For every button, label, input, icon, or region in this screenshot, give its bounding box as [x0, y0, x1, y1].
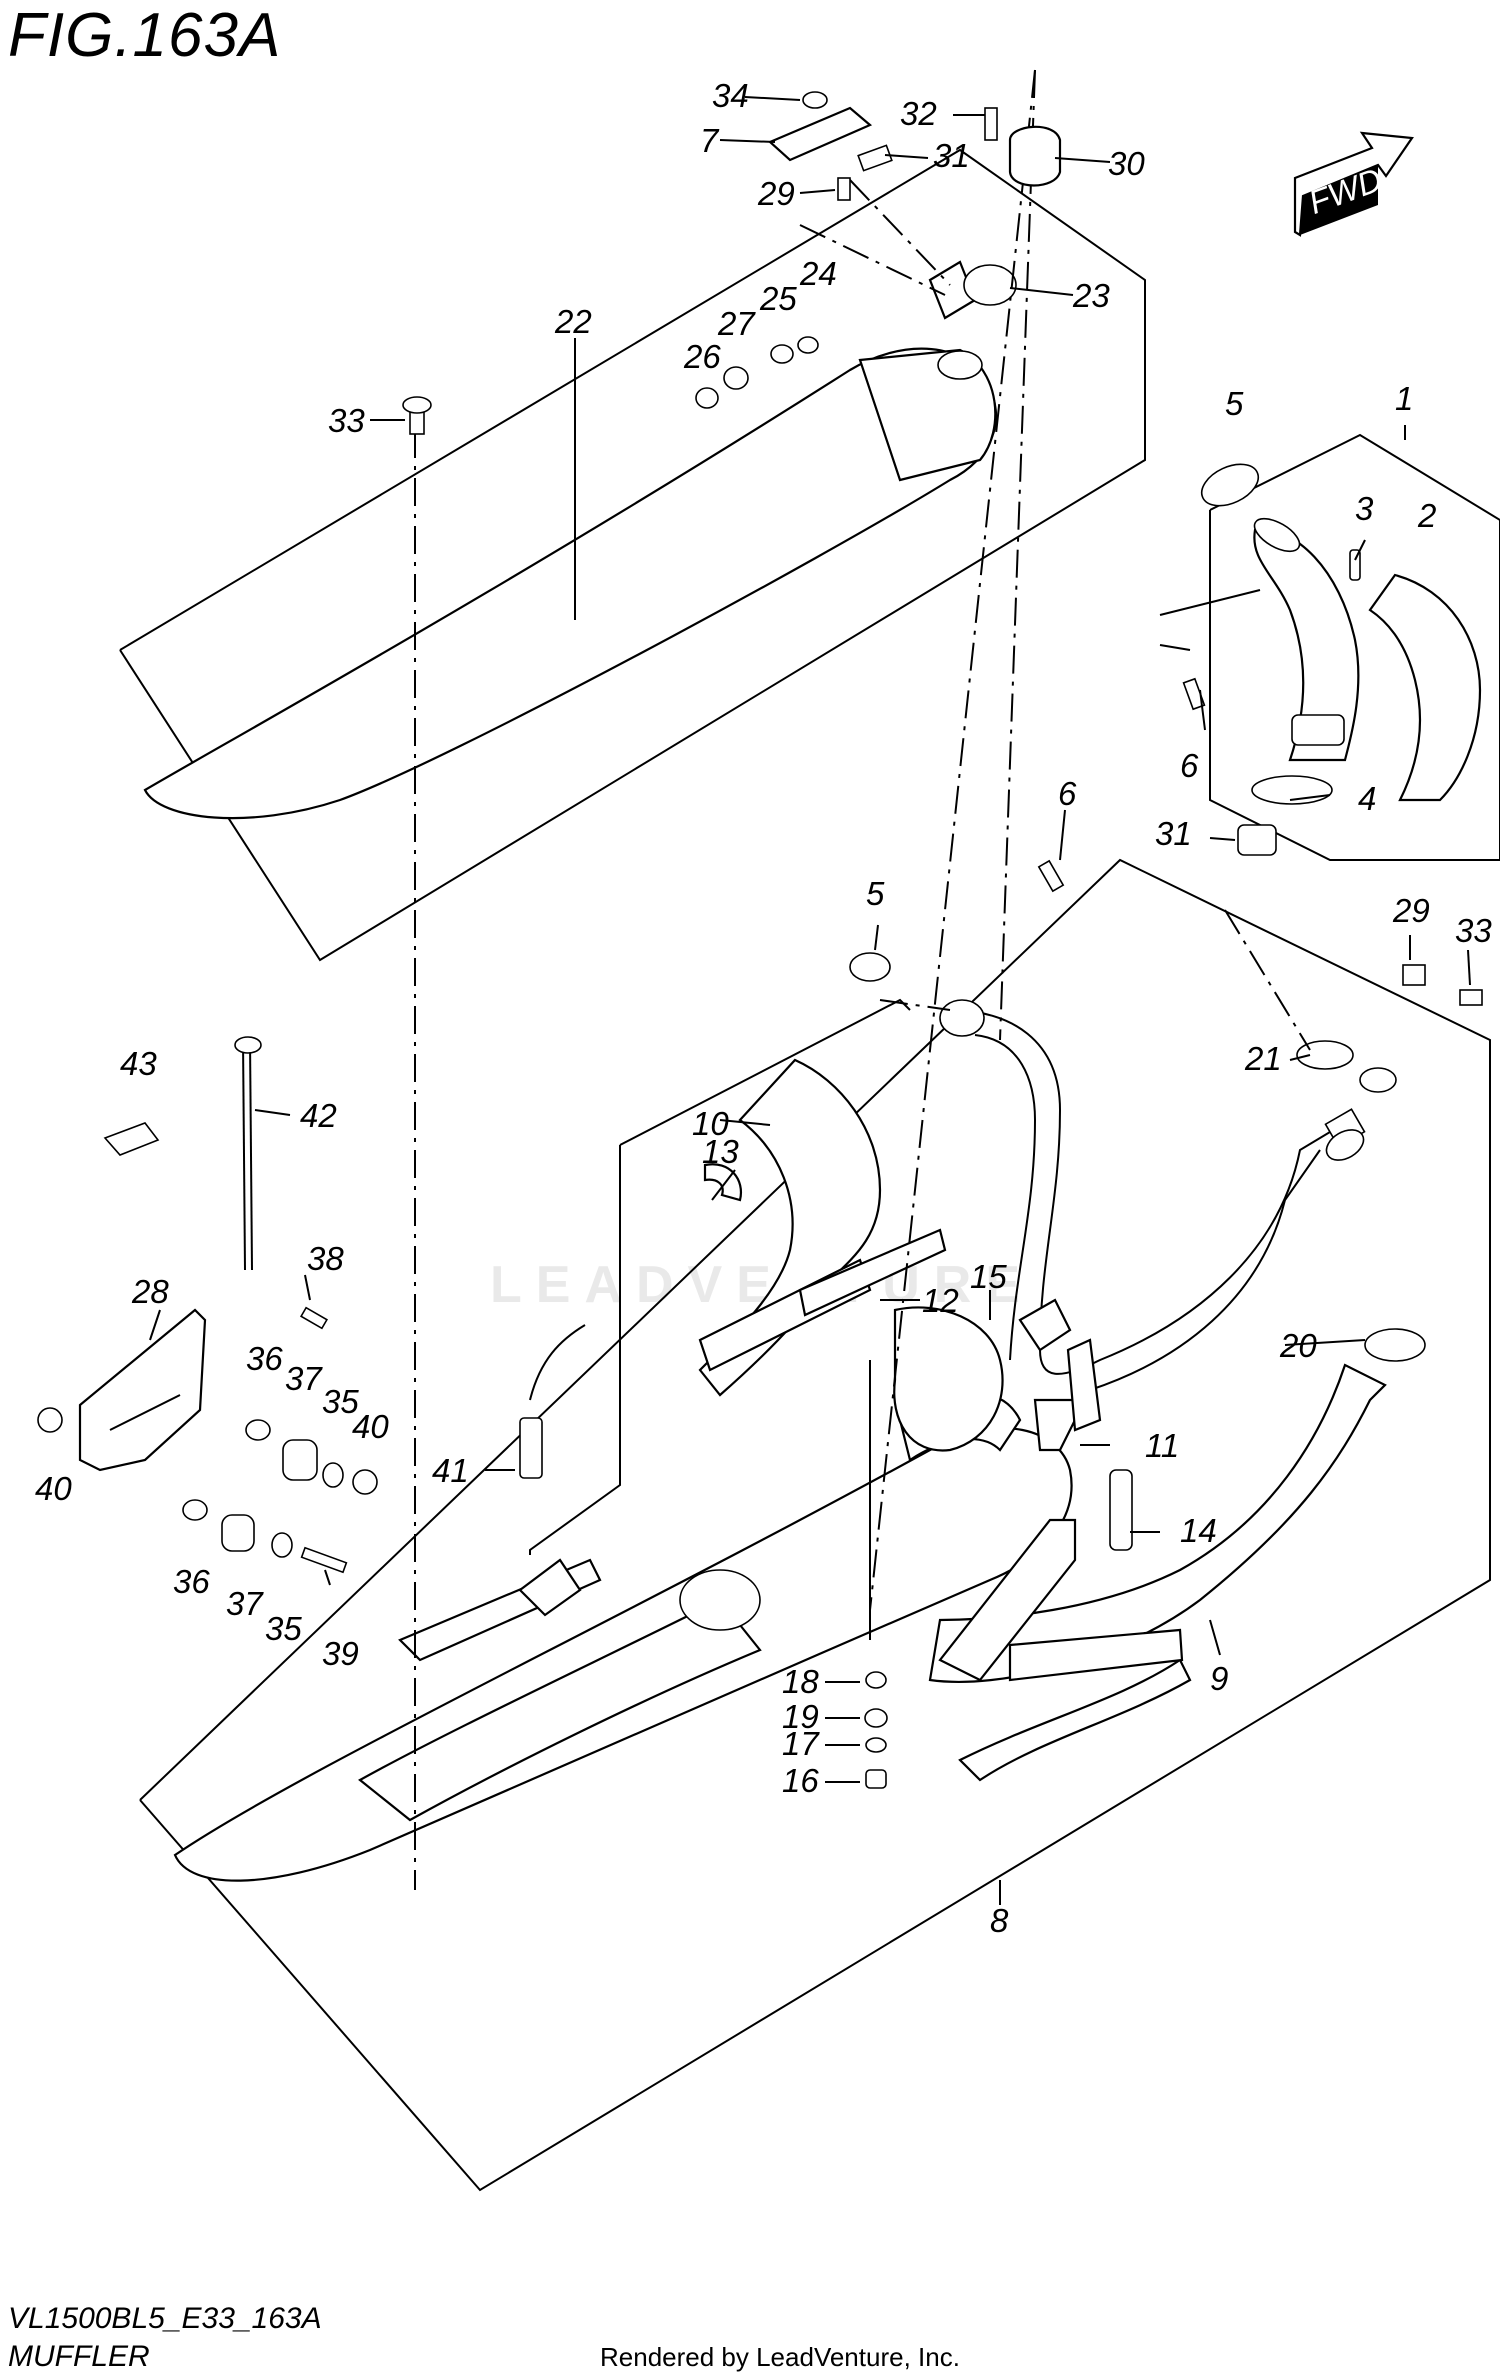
figure-title: FIG.163A	[8, 1, 282, 70]
section-name: MUFFLER	[8, 2340, 150, 2373]
callout-5: 5	[1225, 385, 1244, 422]
callout-37: 37	[285, 1360, 323, 1397]
callout-26: 26	[683, 338, 721, 375]
callout-4: 4	[1358, 780, 1376, 817]
callout-29b: 29	[1392, 892, 1430, 929]
callout-6: 6	[1180, 747, 1199, 784]
muffler-assembly-group-8	[139, 858, 1491, 2192]
callout-21: 21	[1244, 1040, 1282, 1077]
callout-15: 15	[970, 1258, 1007, 1295]
callout-36: 36	[246, 1340, 283, 1377]
watermark: LEADVENTURE	[490, 1256, 1035, 1314]
callout-17: 17	[782, 1725, 820, 1762]
callout-25: 25	[759, 280, 797, 317]
callout-7: 7	[700, 122, 720, 159]
fwd-arrow-icon: FWD	[1293, 131, 1414, 237]
callout-35b: 35	[265, 1610, 302, 1647]
leader-lines	[149, 96, 1471, 1905]
callout-1: 1	[1395, 380, 1413, 417]
callout-23: 23	[1072, 277, 1110, 314]
callout-43: 43	[120, 1045, 157, 1082]
callout-40b: 40	[35, 1470, 72, 1507]
callout-19: 19	[782, 1698, 819, 1735]
render-credit: Rendered by LeadVenture, Inc.	[600, 2342, 960, 2372]
callout-30: 30	[1108, 145, 1145, 182]
callout-8: 8	[990, 1902, 1009, 1939]
callout-38: 38	[307, 1240, 344, 1277]
callout-18: 18	[782, 1663, 819, 1700]
callout-2: 2	[1417, 497, 1436, 534]
callout-9: 9	[1210, 1660, 1228, 1697]
callout-29: 29	[757, 175, 795, 212]
callout-10: 10	[692, 1105, 729, 1142]
hardware-small-parts	[37, 91, 1483, 1789]
front-pipe-group-1	[1159, 433, 1500, 861]
callout-41: 41	[432, 1452, 469, 1489]
callout-11: 11	[1145, 1427, 1179, 1464]
callout-37b: 37	[226, 1585, 264, 1622]
callout-36b: 36	[173, 1563, 210, 1600]
callout-6b: 6	[1058, 775, 1077, 812]
model-code: VL1500BL5_E33_163A	[8, 2302, 322, 2335]
callout-34: 34	[712, 77, 749, 114]
callout-27: 27	[717, 305, 756, 342]
callout-14: 14	[1180, 1512, 1217, 1549]
callout-40: 40	[352, 1408, 389, 1445]
callout-22: 22	[554, 303, 592, 340]
callout-33b: 33	[1455, 912, 1492, 949]
callout-12: 12	[922, 1282, 959, 1319]
callout-32: 32	[900, 95, 937, 132]
callout-5b: 5	[866, 875, 885, 912]
callout-20: 20	[1279, 1327, 1317, 1364]
callout-24: 24	[799, 255, 837, 292]
callout-33: 33	[328, 402, 365, 439]
callout-31: 31	[933, 137, 970, 174]
callout-labels: 34 32 7 31 30 29 23 24 25 27 26 22 33 5 …	[35, 77, 1492, 1939]
callout-3: 3	[1355, 490, 1374, 527]
callout-31b: 31	[1155, 815, 1192, 852]
callout-39: 39	[322, 1635, 359, 1672]
dashed-alignment-lines	[414, 69, 1311, 1890]
callout-16: 16	[782, 1762, 819, 1799]
callout-42: 42	[300, 1097, 337, 1134]
upper-muffler-group-22	[119, 148, 1146, 962]
callout-35: 35	[322, 1383, 359, 1420]
callout-13: 13	[702, 1133, 739, 1170]
callout-28: 28	[131, 1273, 169, 1310]
